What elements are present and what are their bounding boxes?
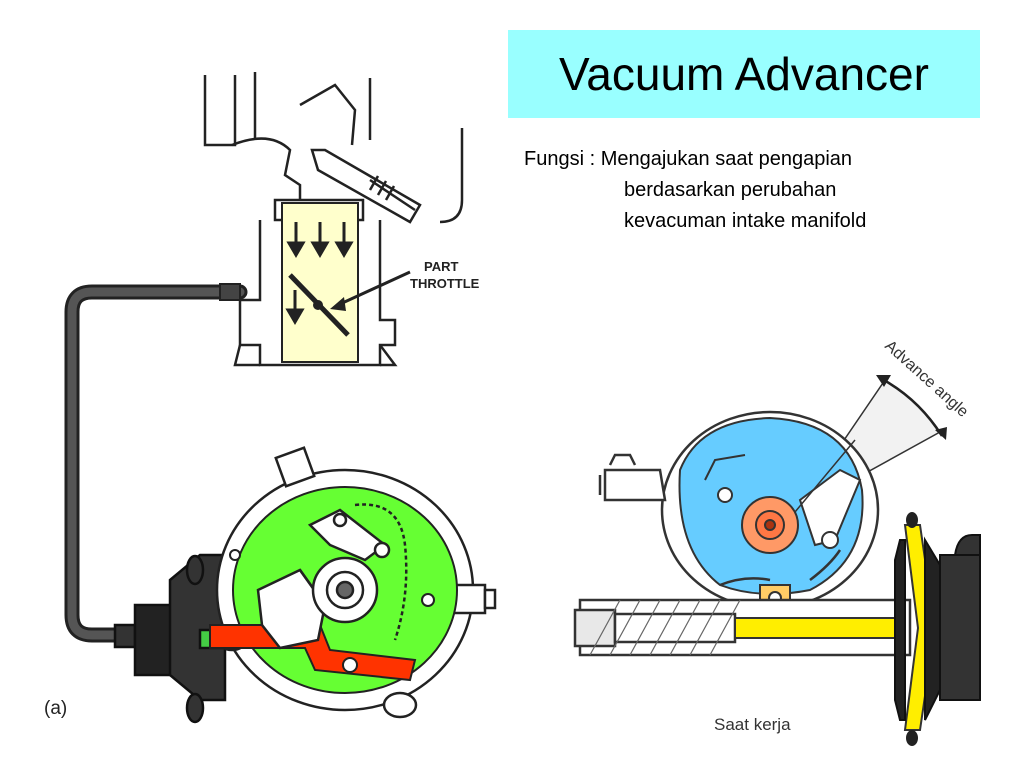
- part-throttle-pointer: [337, 270, 411, 307]
- right-diaphragm-case: [894, 534, 981, 721]
- vacuum-diaphragm: [113, 553, 227, 724]
- function-prefix: Fungsi :: [524, 148, 601, 170]
- function-line-3: kevacuman intake manifold: [624, 210, 867, 232]
- throttle-label: THROTTLE: [410, 276, 480, 291]
- distributor-cam: [311, 556, 379, 624]
- hose-fitting-top: [219, 283, 241, 301]
- pointer-arrowhead: [330, 297, 346, 311]
- function-description: Fungsi : Mengajukan saat pengapian berda…: [524, 144, 866, 237]
- slide-title: Vacuum Advancer: [559, 48, 929, 100]
- right-diaphragm-cap-bottom: [906, 730, 918, 746]
- function-line-2: berdasarkan perubahan: [624, 179, 837, 201]
- point-arm: [307, 503, 408, 641]
- advance-arc-arrow-end: [935, 427, 947, 440]
- flow-arrows: [285, 222, 354, 325]
- advance-arc-arrow-start: [876, 375, 891, 387]
- left-diagram: PART THROTTLE: [44, 72, 497, 724]
- function-line-1: Fungsi : Mengajukan saat pengapian: [524, 144, 866, 175]
- right-diagram: Advance angle: [573, 337, 981, 746]
- right-slots: [719, 549, 842, 587]
- vacuum-hose: [64, 284, 248, 643]
- right-cam: [741, 496, 799, 554]
- choke-linkage: [310, 148, 422, 224]
- function-text-1: Mengajukan saat pengapian: [600, 148, 853, 170]
- part-label: PART: [424, 259, 458, 274]
- right-link-rod: [734, 617, 906, 639]
- title-box: Vacuum Advancer: [508, 30, 980, 118]
- right-hatching: [589, 599, 741, 656]
- screws: [229, 549, 435, 673]
- advance-angle-arc: [879, 376, 944, 437]
- vacuum-link-rod: [209, 624, 417, 682]
- right-contact-line: [794, 439, 856, 513]
- right-diaphragm-cap-top: [906, 512, 918, 528]
- figure-label: (a): [44, 698, 67, 719]
- throttle-shaft: [313, 300, 323, 310]
- caption-saat-kerja: Saat kerja: [714, 715, 791, 734]
